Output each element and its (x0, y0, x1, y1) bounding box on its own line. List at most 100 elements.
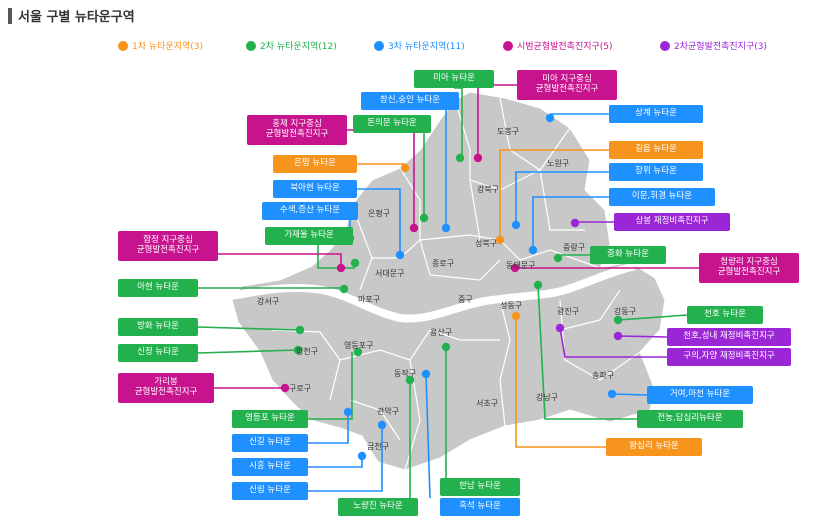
area-label: 방화 뉴타운 (118, 318, 198, 336)
area-label: 신림 뉴타운 (232, 482, 308, 500)
location-dot (553, 253, 563, 263)
leader-line (308, 456, 363, 468)
district-name: 서초구 (476, 399, 499, 408)
area-label: 아현 뉴타운 (118, 279, 198, 297)
district-name: 도봉구 (497, 127, 520, 136)
area-label: 왕십리 뉴타운 (606, 438, 702, 456)
leader-line (515, 171, 609, 225)
area-label: 미아 뉴타운 (414, 70, 494, 88)
area-label: 돈의문 뉴타운 (353, 115, 431, 133)
area-label: 길음 뉴타운 (609, 141, 703, 159)
legend-item: 1차 뉴타운지역(3) (118, 39, 203, 52)
legend-item: 2차 뉴타운지역(12) (246, 39, 337, 52)
district-name: 동작구 (394, 369, 417, 378)
legend-swatch (246, 40, 256, 51)
area-label: 이문,휘경 뉴타운 (609, 188, 715, 206)
location-dot (511, 220, 521, 230)
district-name: 구로구 (289, 384, 312, 393)
district-name: 마포구 (358, 295, 381, 304)
area-label: 흑석 뉴타운 (440, 498, 520, 516)
location-dot (455, 153, 465, 163)
district-name: 양천구 (296, 347, 319, 356)
location-dot (555, 323, 565, 333)
area-label: 천호 뉴타운 (687, 306, 763, 324)
district-name: 강서구 (257, 297, 280, 306)
area-label: 영등포 뉴타운 (232, 410, 308, 428)
district-name: 관악구 (377, 407, 400, 416)
district-name: 송파구 (592, 371, 615, 380)
location-dot (545, 113, 555, 123)
location-dot (533, 280, 543, 290)
leader-line (197, 349, 299, 354)
location-dot (613, 331, 623, 341)
area-label: 창신,숭인 뉴타운 (361, 92, 459, 110)
location-dot (336, 263, 346, 273)
district-name: 종로구 (432, 259, 455, 268)
leader-lines (197, 84, 699, 499)
district-name: 강북구 (477, 185, 500, 194)
district-name: 서대문구 (375, 269, 405, 278)
leader-line (197, 326, 301, 331)
location-dot (339, 284, 349, 294)
area-label: 장위 뉴타운 (609, 163, 703, 181)
area-label: 천호,성내 재정비촉진지구 (667, 328, 791, 346)
location-dot (570, 218, 580, 228)
legend-swatch (660, 40, 670, 51)
location-dot (295, 325, 305, 335)
location-dots (280, 113, 623, 461)
leader-line (308, 352, 353, 420)
area-label: 수색,증산 뉴타운 (262, 202, 358, 220)
location-dot (613, 315, 623, 325)
area-label: 상봉 재정비촉진지구 (614, 213, 730, 231)
district-name: 중구 (458, 295, 473, 304)
location-dot (421, 369, 431, 379)
location-dot (495, 235, 505, 245)
leader-line (515, 316, 606, 448)
location-dot (511, 311, 521, 321)
leader-line (357, 188, 401, 255)
location-dot (419, 213, 429, 223)
location-dot (441, 342, 451, 352)
leader-line (559, 327, 667, 358)
area-label: 노량진 뉴타운 (338, 498, 418, 516)
district-name: 용산구 (430, 328, 453, 337)
area-label: 한남 뉴타운 (440, 478, 520, 496)
location-dot (280, 383, 290, 393)
leader-line (308, 425, 383, 492)
area-label: 신정 뉴타운 (118, 344, 198, 362)
area-label: 중화 뉴타운 (590, 246, 666, 264)
leader-line (611, 393, 648, 396)
legend-label: 2차균형발전촉진지구(3) (674, 42, 767, 52)
location-dot (350, 258, 360, 268)
district-name: 강남구 (536, 393, 559, 402)
location-dot (473, 153, 483, 163)
area-label: 은평 뉴타운 (273, 155, 357, 173)
location-dot (409, 223, 419, 233)
district-name: 성동구 (500, 301, 523, 310)
area-label: 가재울 뉴타운 (265, 227, 353, 245)
district-name: 은평구 (368, 209, 391, 218)
area-label: 북아현 뉴타운 (273, 180, 357, 198)
area-label: 구의,자양 재정비촉진지구 (667, 348, 791, 366)
title-marker (8, 8, 12, 24)
leader-line (617, 314, 688, 321)
district-name: 노원구 (547, 159, 570, 168)
location-dot (510, 263, 520, 273)
leader-line (537, 284, 637, 420)
district-name: 영등포구 (344, 341, 374, 350)
legend-label: 3차 뉴타운지역(11) (388, 42, 465, 52)
leader-line (218, 253, 342, 268)
area-label: 전농,답십리뉴타운 (637, 410, 743, 428)
district-name: 동대문구 (506, 261, 536, 270)
district-name: 성북구 (475, 239, 498, 248)
legend-item: 3차 뉴타운지역(11) (374, 39, 465, 52)
location-dot (400, 163, 410, 173)
location-dot (293, 345, 303, 355)
leader-line (617, 335, 668, 338)
location-dot (377, 420, 387, 430)
legend-swatch (374, 40, 384, 51)
